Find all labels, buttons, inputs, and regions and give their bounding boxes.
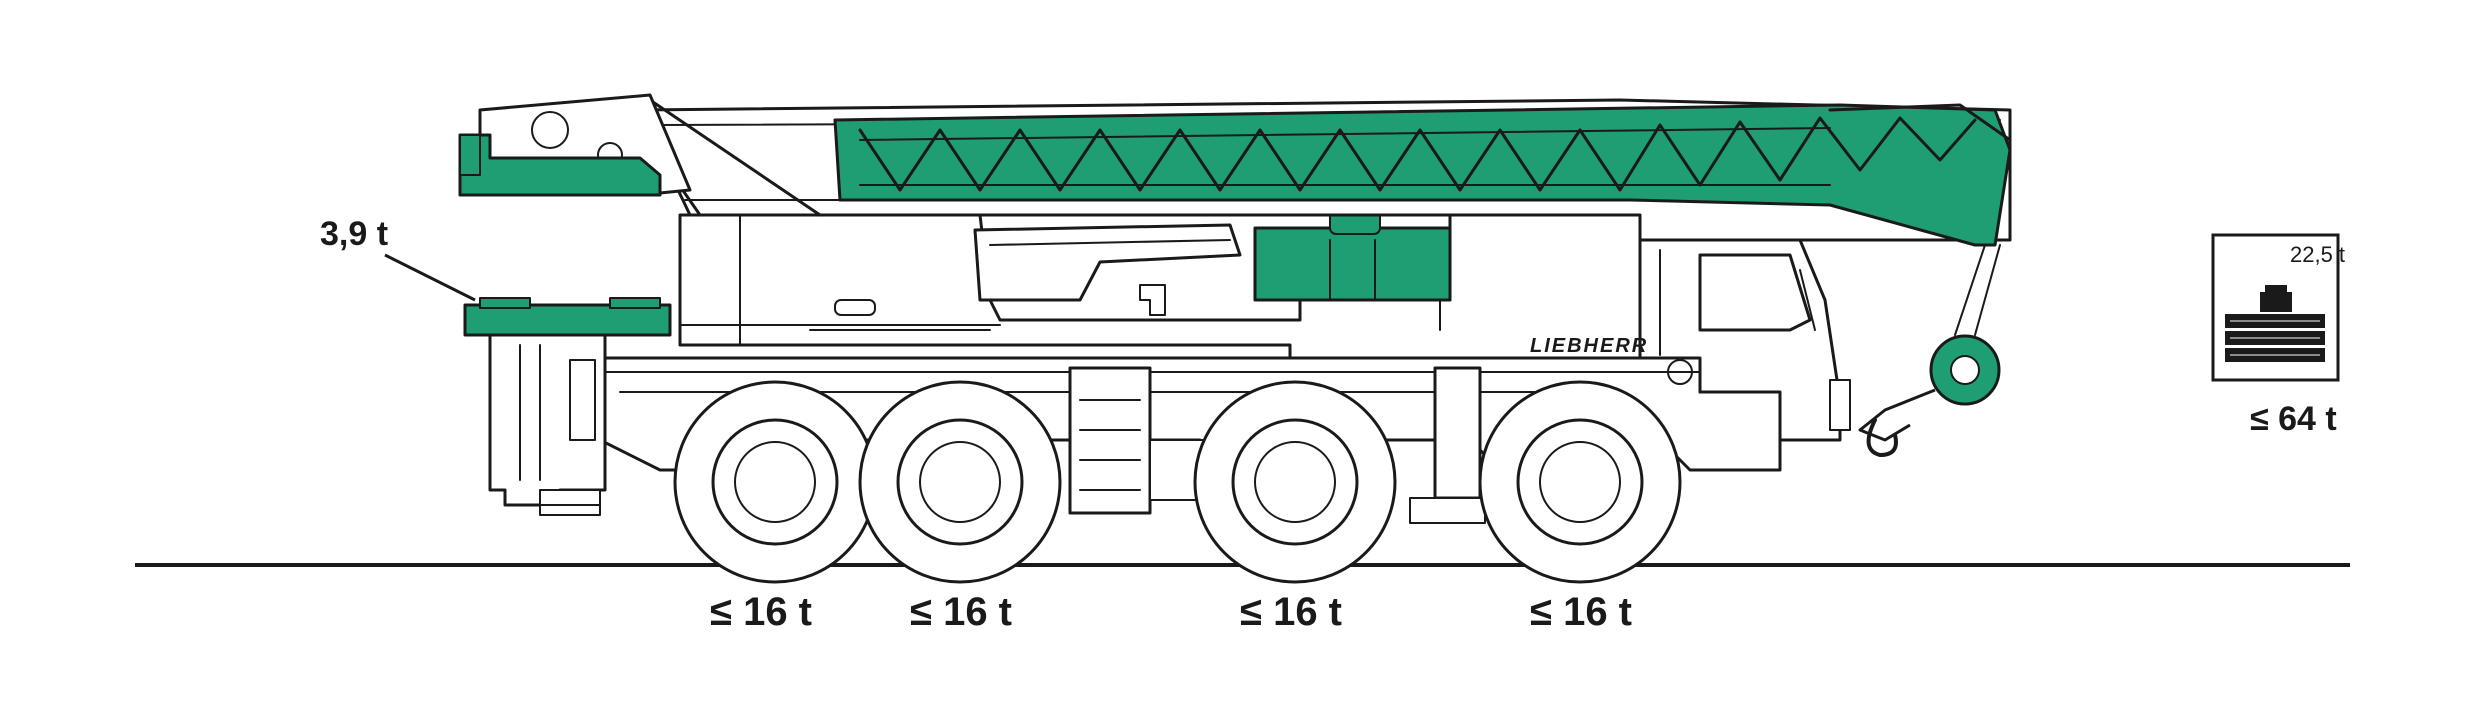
axle-load-3: ≤ 16 t: [1240, 590, 1342, 634]
axle-load-4: ≤ 16 t: [1530, 590, 1632, 634]
lattice-fly-jib: [833, 103, 2012, 247]
axle-load-1: ≤ 16 t: [710, 590, 812, 634]
axle-load-2: ≤ 16 t: [910, 590, 1012, 634]
counterweight-legend: 22,5 t ≤ 64 t: [2211, 233, 2345, 438]
legend-total-label: ≤ 64 t: [2250, 400, 2337, 438]
wheel-2: [858, 380, 1062, 584]
front-outrigger: [1433, 366, 1482, 500]
crane-vehicle: LIEBHERR: [458, 93, 2012, 584]
counterweight-label: 3,9 t: [320, 215, 388, 253]
driver-cab: [1638, 238, 1842, 442]
access-ladder: [1068, 366, 1152, 515]
hook-block: [1858, 334, 2001, 457]
legend-counterweight-stack-icon: [2225, 285, 2325, 362]
counterweight-slab: [463, 303, 672, 337]
wheel-4: [1478, 380, 1682, 584]
luffing-cylinder: [973, 223, 1242, 302]
winch-housing: [1253, 226, 1452, 302]
wheel-1: [673, 380, 877, 584]
counterweight-leader: [384, 253, 476, 302]
wheel-3: [1193, 380, 1397, 584]
upper-counterweight: [458, 133, 662, 197]
legend-top-value: 22,5 t: [2290, 242, 2345, 267]
brand-text: LIEBHERR: [1530, 335, 1648, 357]
